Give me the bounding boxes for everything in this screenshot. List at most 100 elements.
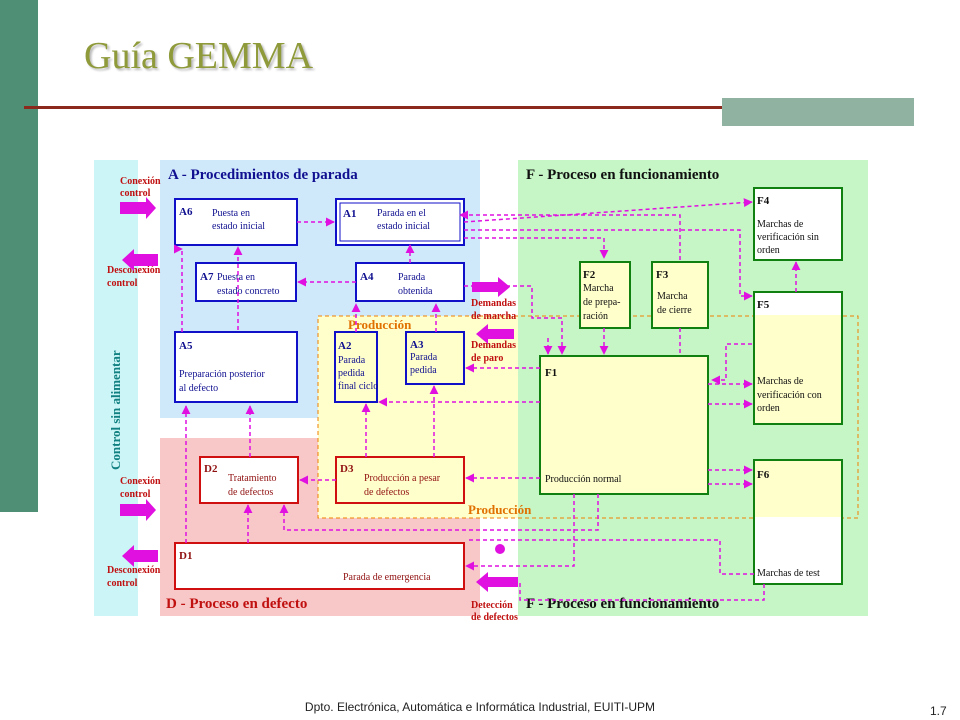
- box-d3-line2: de defectos: [364, 487, 409, 498]
- box-d1: [174, 542, 465, 590]
- box-d1-code: D1: [179, 550, 192, 562]
- box-f5-line2: verificación con: [757, 390, 822, 401]
- box-d3-line1: Producción a pesar: [364, 473, 441, 484]
- box-a7-line1: Puesta en: [217, 272, 255, 283]
- box-a6: [174, 198, 298, 246]
- box-a2-line1: Parada: [338, 355, 366, 366]
- box-a5-line1: Preparación posterior: [179, 369, 265, 380]
- desconexion-arrow-icon-1: [122, 249, 158, 271]
- box-a1-code: A1: [343, 208, 356, 220]
- box-a4-code: A4: [360, 271, 374, 283]
- box-f3-code: F3: [656, 269, 669, 281]
- box-d3-code: D3: [340, 463, 354, 475]
- box-d1-line1: Parada de emergencia: [343, 572, 431, 583]
- zone-d-title: D - Proceso en defecto: [166, 596, 307, 612]
- box-a6-line1: Puesta en: [212, 208, 250, 219]
- box-f3-line1: Marcha: [657, 291, 688, 302]
- box-a5: [174, 331, 298, 403]
- box-a1: [335, 198, 465, 246]
- produccion-label-bottom: Producción: [468, 502, 532, 517]
- box-f4-line3: orden: [757, 245, 780, 256]
- box-f2-line3: ración: [583, 311, 608, 322]
- box-a7-line2: estado concreto: [217, 286, 279, 297]
- box-f5-line3: orden: [757, 403, 780, 414]
- control-label-1: control: [120, 188, 151, 199]
- conexion-arrow-icon-1: [120, 197, 156, 219]
- box-f1-line1: Producción normal: [545, 474, 622, 485]
- conexion-label-2: Conexión: [120, 476, 161, 487]
- zone-a-title: A - Procedimientos de parada: [168, 167, 358, 183]
- box-f3-line2: de cierre: [657, 305, 692, 316]
- box-f1: [539, 355, 709, 495]
- box-f4-line2: verificación sin: [757, 232, 819, 243]
- desconexion-label-2: Desconexión: [107, 565, 161, 576]
- box-a3-line1: Parada: [410, 352, 438, 363]
- box-a6-code: A6: [179, 206, 193, 218]
- demandas-marcha-label-1: Demandas: [471, 298, 516, 309]
- page-title: Guía GEMMA: [84, 35, 314, 77]
- box-a3: [405, 331, 465, 385]
- box-a6-line2: estado inicial: [212, 221, 265, 232]
- box-a2-line2: pedida: [338, 368, 365, 379]
- box-d3: [335, 456, 465, 504]
- box-a4: [355, 262, 465, 302]
- box-a1-inner: [339, 202, 461, 242]
- control-label-3: control: [120, 489, 151, 500]
- conexion-arrow-icon-2: [120, 499, 156, 521]
- box-f5-code: F5: [757, 299, 770, 311]
- box-d2-line2: de defectos: [228, 487, 273, 498]
- deteccion-label-2: de defectos: [471, 612, 518, 623]
- box-d2-line1: Tratamiento: [228, 473, 277, 484]
- deteccion-dot-icon: [495, 544, 505, 554]
- control-label-4: control: [107, 578, 138, 589]
- box-a5-line2: al defecto: [179, 383, 218, 394]
- desconexion-arrow-icon-2: [122, 545, 158, 567]
- box-f5-line1: Marchas de: [757, 376, 804, 387]
- demandas-paro-label-2: de paro: [471, 353, 503, 364]
- zone-f-title-bottom: F - Proceso en funcionamiento: [526, 596, 719, 612]
- demandas-marcha-label-2: de marcha: [471, 311, 516, 322]
- box-a7: [195, 262, 297, 302]
- box-d2: [199, 456, 299, 504]
- title-rule: [24, 106, 914, 109]
- box-a3-line2: pedida: [410, 365, 437, 376]
- box-a7-code: A7: [200, 271, 214, 283]
- box-f5-header: [755, 293, 841, 315]
- control-label-2: control: [107, 278, 138, 289]
- box-a2-code: A2: [338, 340, 352, 352]
- box-f2-code: F2: [583, 269, 596, 281]
- box-f2-line2: de prepa-: [583, 297, 620, 308]
- demandas-marcha-arrow-icon: [472, 277, 510, 297]
- control-sin-alimentar-label: Control sin alimentar: [108, 350, 123, 470]
- footer-text: Dpto. Electrónica, Automática e Informát…: [304, 700, 656, 714]
- demandas-paro-label-1: Demandas: [471, 340, 516, 351]
- box-f6-code: F6: [757, 469, 770, 481]
- zone-f-title-top: F - Proceso en funcionamiento: [526, 167, 719, 183]
- zone-control: [94, 160, 138, 616]
- page-number: 1.7: [930, 704, 947, 718]
- title-accent-block: [722, 98, 914, 126]
- deteccion-arrow-icon: [476, 572, 518, 592]
- conexion-label-1: Conexión: [120, 176, 161, 187]
- box-a1-line1: Parada en el: [377, 208, 426, 219]
- deteccion-label-1: Detección: [471, 600, 513, 611]
- box-f6-header: [755, 461, 841, 517]
- box-d2-code: D2: [204, 463, 218, 475]
- box-f2-line1: Marcha: [583, 283, 614, 294]
- box-a2-line3: final ciclo: [338, 381, 378, 392]
- box-f4: [753, 187, 843, 261]
- box-f3: [651, 261, 709, 329]
- box-a4-line2: obtenida: [398, 286, 433, 297]
- box-f6-line1: Marchas de test: [757, 568, 820, 579]
- box-a1-line2: estado inicial: [377, 221, 430, 232]
- demandas-paro-arrow-icon: [476, 324, 514, 344]
- produccion-label-top: Producción: [348, 317, 412, 332]
- box-a3-code: A3: [410, 339, 424, 351]
- box-a5-code: A5: [179, 340, 193, 352]
- box-a4-line1: Parada: [398, 272, 426, 283]
- box-f4-code: F4: [757, 195, 770, 207]
- transition-arrows: [177, 198, 801, 601]
- box-f4-line1: Marchas de: [757, 219, 804, 230]
- box-f1-code: F1: [545, 367, 557, 379]
